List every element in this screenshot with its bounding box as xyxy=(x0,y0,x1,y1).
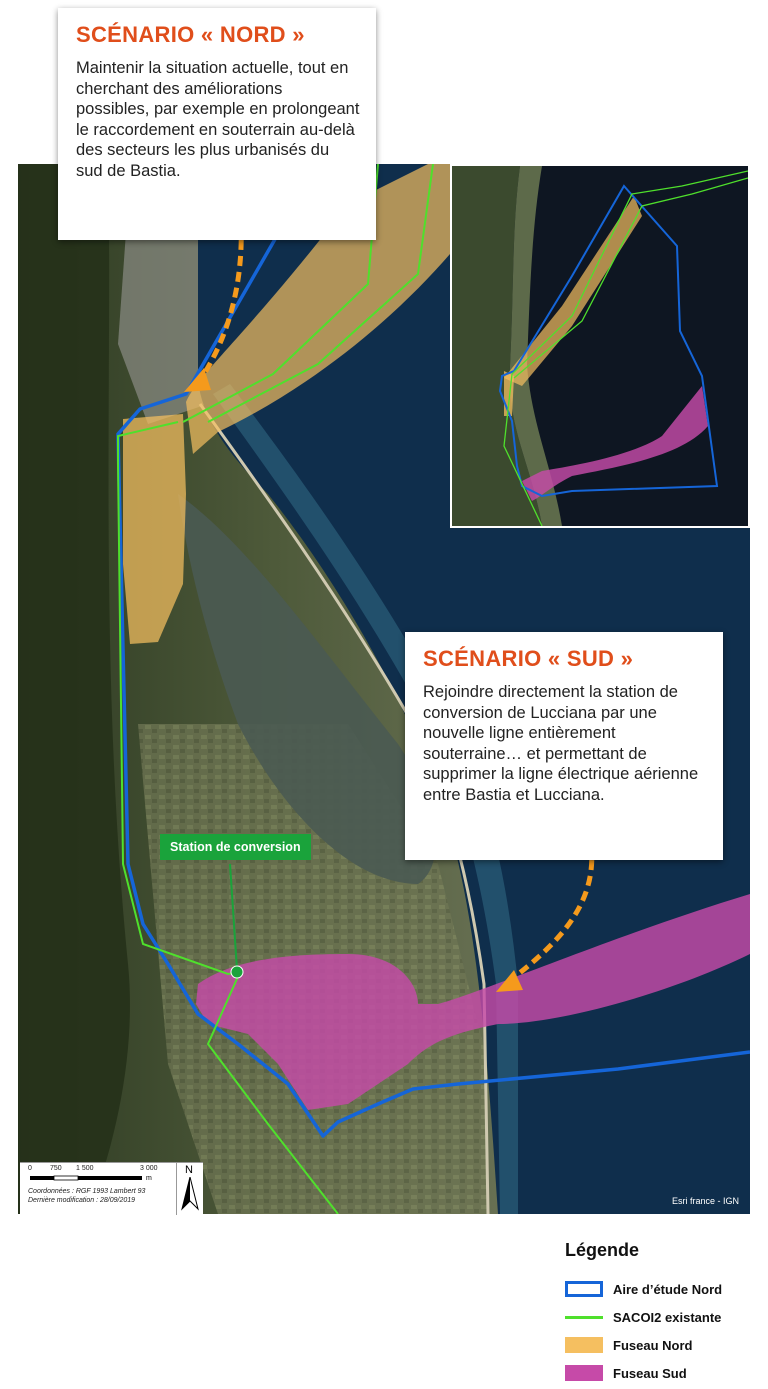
legend-swatch-sacoi2 xyxy=(565,1315,603,1319)
callout-scenario-sud: SCÉNARIO « SUD » Rejoindre directement l… xyxy=(405,632,723,860)
north-arrow: N xyxy=(176,1162,203,1215)
arrow-sud-head xyxy=(496,970,523,992)
mountain-terrain xyxy=(18,164,130,1214)
scale-tick-3: 3 000 xyxy=(140,1165,158,1172)
scale-tick-2: 1 500 xyxy=(76,1165,94,1172)
legend-label-aire-etude: Aire d’étude Nord xyxy=(613,1281,723,1297)
inset-map[interactable] xyxy=(450,164,750,528)
scale-graphic xyxy=(30,1175,142,1181)
fuseau-nord-offshore xyxy=(186,164,458,454)
legend-item-fuseau-nord: Fuseau Nord xyxy=(565,1331,765,1359)
inset-sacoi2-a xyxy=(503,170,748,526)
legend-swatch-fuseau-sud xyxy=(565,1365,603,1381)
bastia-urban-area xyxy=(118,204,218,424)
callout-nord-title: SCÉNARIO « NORD » xyxy=(76,22,305,47)
sacoi2-line-land xyxy=(117,421,339,1214)
sacoi2-line-b xyxy=(207,164,434,423)
inset-coastal-land xyxy=(509,166,562,526)
scale-unit: m xyxy=(146,1175,152,1182)
legend-item-fuseau-sud: Fuseau Sud xyxy=(565,1359,765,1387)
arrow-nord xyxy=(193,223,244,388)
inset-fuseau-sud xyxy=(522,386,708,501)
callout-sud-text: Rejoindre directement la station de conv… xyxy=(423,683,699,804)
scale-tick-0: 0 xyxy=(28,1165,32,1172)
north-arrow-icon xyxy=(181,1177,199,1211)
legend-title: Légende xyxy=(565,1240,640,1260)
legend-swatch-aire-etude xyxy=(565,1281,603,1297)
station-conversion-label: Station de conversion xyxy=(160,834,311,860)
legend-item-sacoi2: SACOI2 existante xyxy=(565,1303,765,1331)
north-label: N xyxy=(185,1164,193,1176)
scale-tick-1: 750 xyxy=(50,1165,62,1172)
arrow-nord-head xyxy=(184,368,211,392)
inset-sacoi2-b xyxy=(513,177,748,379)
legend-label-fuseau-nord: Fuseau Nord xyxy=(613,1337,693,1353)
fuseau-sud xyxy=(196,894,750,1110)
fuseau-nord-land xyxy=(123,414,186,644)
callout-scenario-nord: SCÉNARIO « NORD » Maintenir la situation… xyxy=(58,8,376,240)
inset-land xyxy=(452,166,542,526)
coordinates-note: Coordonnées : RGF 1993 Lambert 93 Derniè… xyxy=(28,1187,145,1205)
legend-label-sacoi2: SACOI2 existante xyxy=(613,1309,722,1325)
legend-swatch-fuseau-nord xyxy=(565,1337,603,1353)
legend-label-fuseau-sud: Fuseau Sud xyxy=(613,1365,687,1381)
lagoon xyxy=(178,494,436,884)
coords-line-2: Dernière modification : 28/09/2019 xyxy=(28,1197,136,1204)
legend-item-aire-etude: Aire d’étude Nord xyxy=(565,1275,765,1303)
scale-bar: 0 750 1 500 3 000 m Coordonnées : RGF 19… xyxy=(20,1162,203,1215)
station-marker[interactable] xyxy=(230,965,244,979)
aire-etude-nord-boundary xyxy=(116,233,750,1138)
callout-nord-text: Maintenir la situation actuelle, tout en… xyxy=(76,59,360,180)
map-credit: Esri france - IGN xyxy=(672,1196,740,1206)
arrow-sud xyxy=(506,843,595,984)
inset-aire-etude-boundary xyxy=(498,184,719,498)
station-pointer-line xyxy=(229,863,238,971)
callout-sud-title: SCÉNARIO « SUD » xyxy=(423,646,634,671)
coords-line-1: Coordonnées : RGF 1993 Lambert 93 xyxy=(28,1188,146,1195)
inset-canvas xyxy=(452,166,748,526)
legend: Légende Aire d’étude Nord SACOI2 existan… xyxy=(565,1240,765,1387)
